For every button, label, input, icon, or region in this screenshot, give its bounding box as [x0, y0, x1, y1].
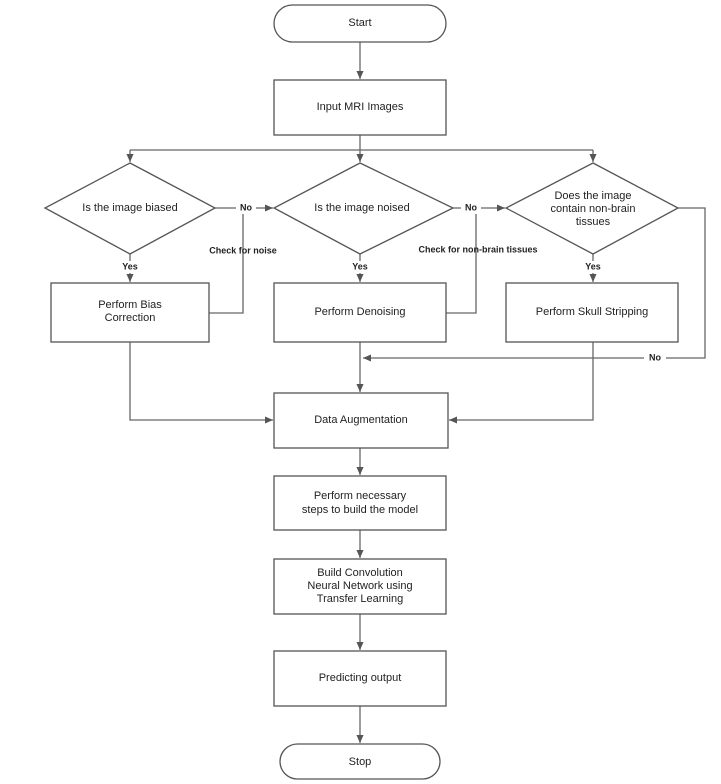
start-label: Start — [348, 17, 371, 29]
skull-stripping-node: Perform Skull Stripping — [505, 282, 679, 343]
bias-question-node: Is the image biased — [43, 162, 217, 255]
stop-node: Stop — [279, 743, 441, 780]
denoising-node: Perform Denoising — [273, 282, 447, 343]
label-check-noise: Check for noise — [209, 245, 277, 255]
predict-node: Predicting output — [273, 650, 447, 707]
edge-bias-to-augment — [129, 342, 273, 424]
brain-question-line-3: tissues — [576, 216, 611, 228]
data-augmentation-label: Data Augmentation — [314, 414, 408, 426]
label-bias-no: No — [240, 202, 252, 212]
bias-question-label: Is the image biased — [82, 202, 177, 214]
edge-skull-to-augment — [449, 342, 594, 424]
label-brain-no: No — [649, 352, 661, 362]
edges — [126, 42, 706, 743]
edge-check-brain — [446, 208, 477, 314]
build-steps-line-2: steps to build the model — [302, 504, 418, 516]
brain-question-node: Does the image contain non-brain tissues — [504, 162, 680, 255]
label-noise-yes: Yes — [352, 261, 368, 271]
label-check-brain: Check for non-brain tissues — [418, 244, 537, 254]
start-node: Start — [273, 4, 447, 43]
brain-question-line-1: Does the image — [554, 190, 631, 202]
noise-question-label: Is the image noised — [314, 202, 409, 214]
bias-correction-line-1: Perform Bias — [98, 299, 162, 311]
label-brain-yes: Yes — [585, 261, 601, 271]
input-node: Input MRI Images — [273, 79, 447, 136]
edge-brain-no — [363, 207, 706, 362]
skull-stripping-label: Perform Skull Stripping — [536, 306, 649, 318]
brain-question-line-2: contain non-brain — [550, 203, 635, 215]
edge-labels: No Yes Check for noise No Yes Check for … — [118, 202, 666, 364]
cnn-line-2: Neural Network using — [307, 580, 412, 592]
bias-correction-line-2: Correction — [105, 312, 156, 324]
stop-label: Stop — [349, 756, 372, 768]
build-steps-node: Perform necessary steps to build the mod… — [273, 475, 447, 531]
label-bias-yes: Yes — [122, 261, 138, 271]
bias-correction-node: Perform Bias Correction — [50, 282, 210, 343]
data-augmentation-node: Data Augmentation — [273, 392, 449, 449]
label-noise-no: No — [465, 202, 477, 212]
build-steps-line-1: Perform necessary — [314, 490, 407, 502]
edge-check-noise — [209, 208, 244, 314]
noise-question-node: Is the image noised — [272, 162, 455, 255]
nodes: Start Input MRI Images Is the image bias… — [43, 4, 680, 780]
predict-label: Predicting output — [319, 672, 402, 684]
input-label: Input MRI Images — [317, 101, 404, 113]
cnn-node: Build Convolution Neural Network using T… — [273, 558, 447, 615]
cnn-line-3: Transfer Learning — [317, 593, 403, 605]
cnn-line-1: Build Convolution — [317, 567, 403, 579]
denoising-label: Perform Denoising — [314, 306, 405, 318]
